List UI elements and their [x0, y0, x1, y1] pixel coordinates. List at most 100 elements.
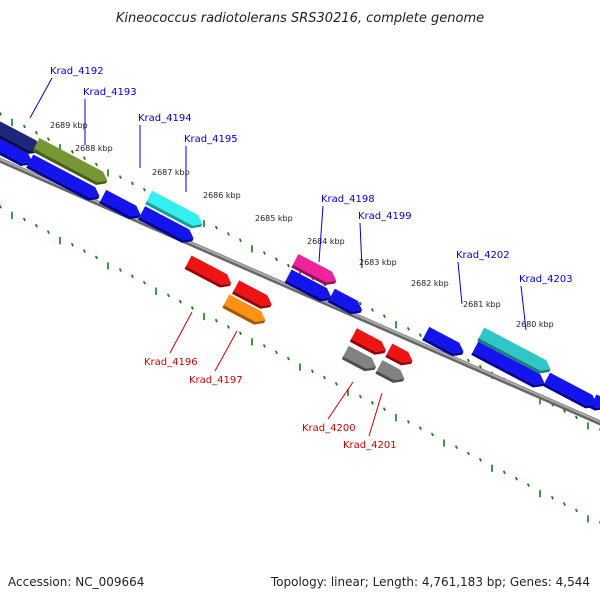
tick-mark — [467, 358, 470, 363]
tick-mark — [0, 112, 2, 116]
forward-gene-arrow-side — [471, 352, 545, 388]
tick-mark — [35, 224, 38, 228]
forward-gene-arrow-side — [138, 216, 194, 243]
tick-mark — [563, 502, 566, 506]
forward-gene-arrow-side — [422, 337, 464, 357]
tick-mark — [503, 470, 506, 475]
gene-krad-4200-side — [349, 338, 386, 355]
leader-krad-4201 — [368, 392, 383, 437]
gene-krad-4202-side — [477, 338, 551, 374]
tick-mark — [431, 432, 434, 437]
tick-mark — [515, 477, 518, 481]
tick-mark — [47, 137, 50, 141]
tick-mark — [563, 409, 566, 413]
label-krad-4203: Krad_4203 — [519, 274, 573, 285]
gene-krad-4196b-body — [233, 280, 272, 306]
tick-mark — [287, 263, 290, 268]
forward-gene-arrow-body — [139, 206, 194, 241]
gene-krad-4197-body — [223, 294, 266, 322]
tick-mark — [83, 156, 86, 160]
tick-mark — [47, 230, 50, 234]
label-krad-4196: Krad_4196 — [144, 357, 198, 368]
forward-gene-arrow — [138, 206, 194, 243]
kbp-label: 2680 kbp — [516, 320, 554, 329]
forward-gene-arrow — [327, 288, 363, 315]
forward-gene-arrow-body — [329, 288, 363, 312]
gene-krad-4195-side — [145, 201, 203, 229]
kbp-label: 2685 kbp — [255, 214, 293, 223]
tick-mark — [0, 205, 2, 209]
gene-krad-4201-body — [376, 360, 405, 381]
tick-mark — [371, 401, 374, 405]
tick-mark — [455, 445, 458, 449]
tick-mark — [383, 314, 386, 318]
label-krad-4192: Krad_4192 — [50, 66, 104, 77]
tick-mark — [467, 451, 470, 456]
tick-mark — [35, 131, 38, 135]
kbp-label: 2681 kbp — [463, 300, 501, 309]
tick-mark — [575, 508, 578, 513]
tick-mark — [95, 255, 98, 260]
gene-krad-4196-side — [184, 266, 232, 288]
gene-krad-4196b-side — [232, 290, 272, 309]
leader-krad-4198 — [318, 205, 324, 263]
kbp-label: 2687 kbp — [152, 168, 190, 177]
gene-krad-4202 — [477, 327, 551, 374]
tick-mark — [23, 124, 26, 129]
label-krad-4197: Krad_4197 — [189, 375, 243, 386]
gene-krad-4198-side — [291, 264, 337, 286]
tick-mark — [215, 318, 218, 323]
kbp-label: 2683 kbp — [359, 258, 397, 267]
lower-tick-row — [0, 205, 600, 525]
gene-labels: Krad_4192Krad_4193Krad_4194Krad_4195Krad… — [29, 66, 573, 451]
tick-mark — [143, 280, 146, 285]
tick-mark — [71, 243, 74, 247]
gene-krad-4192-body — [0, 117, 41, 152]
accession-text: Accession: NC_009664 — [8, 575, 144, 589]
gene-krad-4200b-body — [386, 343, 413, 363]
kbp-label: 2688 kbp — [75, 144, 113, 153]
label-krad-4200: Krad_4200 — [302, 423, 356, 434]
forward-gene-arrow-body — [27, 154, 100, 198]
tick-mark — [311, 369, 314, 373]
gene-krad-4195 — [145, 190, 203, 229]
leader-krad-4192 — [29, 77, 53, 119]
label-krad-4202: Krad_4202 — [456, 250, 510, 261]
leader-krad-4200 — [327, 381, 354, 420]
gene-krad-4193-body — [33, 138, 108, 183]
label-krad-4195: Krad_4195 — [184, 134, 238, 145]
gene-krad-4193-side — [32, 148, 108, 186]
kbp-label: 2689 kbp — [50, 121, 88, 130]
gene-krad-4200c — [341, 345, 377, 372]
tick-mark — [227, 232, 230, 236]
forward-gene-arrow-body — [423, 326, 464, 354]
tick-mark — [83, 249, 86, 253]
label-krad-4201: Krad_4201 — [343, 440, 397, 451]
tick-mark — [23, 217, 26, 222]
kbp-label: 2686 kbp — [203, 191, 241, 200]
leader-krad-4202 — [457, 261, 463, 305]
gene-krad-4196b — [232, 280, 272, 309]
gene-krad-4200b — [385, 343, 413, 366]
tick-mark — [323, 375, 326, 380]
tick-mark — [191, 306, 194, 310]
tick-mark — [119, 175, 122, 179]
forward-strand-genes — [0, 133, 600, 411]
label-krad-4199: Krad_4199 — [358, 211, 412, 222]
tick-mark — [239, 238, 242, 242]
tick-mark — [215, 225, 218, 230]
tick-mark — [131, 274, 134, 279]
tick-mark — [263, 251, 266, 255]
tick-mark — [419, 426, 422, 430]
gene-krad-4195-body — [146, 190, 203, 226]
gene-krad-4200b-side — [385, 354, 413, 366]
forward-gene-arrow-body — [100, 189, 141, 217]
forward-gene-arrow — [589, 394, 600, 411]
tick-mark — [167, 293, 170, 298]
gene-krad-4197-side — [222, 305, 266, 325]
forward-gene-arrow — [99, 189, 141, 220]
tick-mark — [71, 150, 74, 154]
forward-gene-arrow — [0, 133, 33, 167]
label-krad-4198: Krad_4198 — [321, 194, 375, 205]
gene-krad-4200c-body — [343, 345, 377, 369]
